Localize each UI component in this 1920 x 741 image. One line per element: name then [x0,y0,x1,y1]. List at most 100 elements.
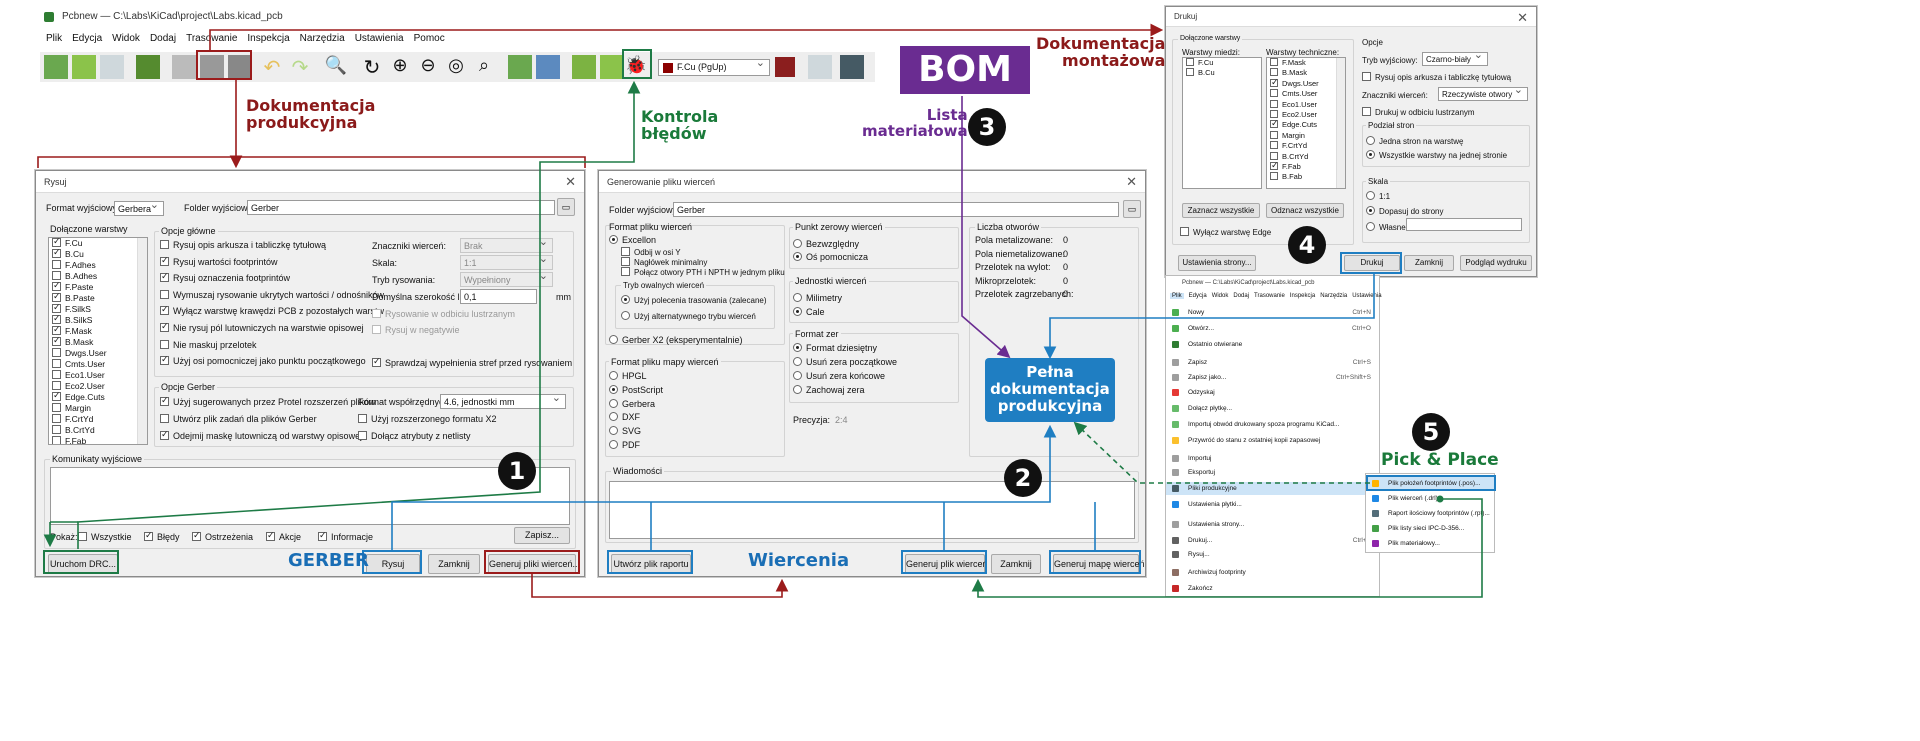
fm-menu-ustawienia[interactable]: Ustawienia [1352,293,1382,299]
menu-widok[interactable]: Widok [112,33,140,44]
menu-item[interactable]: Pliki produkcyjne [1166,482,1379,495]
fit-page-option[interactable]: Dopasuj do strony [1366,206,1443,217]
excellon-option[interactable]: Excellon [609,235,656,246]
layer-checkbox[interactable] [52,403,61,412]
origin-absolute-option[interactable]: Bezwzględny [793,239,859,250]
output-mode-select[interactable]: Czarno-biały [1422,52,1488,66]
layer-checkbox[interactable] [1270,118,1279,129]
layer-checkbox[interactable] [1270,172,1278,181]
page-setup-button[interactable]: Ustawienia strony... [1178,255,1256,271]
menu-item[interactable]: Ostatnio otwierane [1166,338,1379,351]
menu-dodaj[interactable]: Dodaj [149,33,177,44]
option-checkbox[interactable] [160,255,169,266]
option-radio[interactable] [793,371,802,380]
fm-menu-inspekcja[interactable]: Inspekcja [1289,293,1316,299]
layer-checkbox[interactable] [1186,58,1194,66]
filter-actions[interactable]: Akcje [266,530,301,543]
drill-folder-input[interactable]: Gerber [673,202,1119,217]
option-radio[interactable] [609,412,618,422]
update-pcb-icon[interactable] [600,55,624,79]
zeros-option[interactable]: Zachowaj zera [793,385,865,396]
menu-item[interactable]: Przywróć do stanu z ostatniej kopii zapa… [1166,434,1379,447]
menu-item[interactable]: Zapisz jako...Ctrl+Shift+S [1166,371,1379,384]
zeros-option[interactable]: Format dziesiętny [793,343,877,354]
tech-layer-item[interactable]: Edge.Cuts [1267,118,1345,130]
submenu-item[interactable]: Plik położeń footprintów (.pos)... [1366,477,1494,490]
netlist-attr-option[interactable]: Dołącz atrybuty z netlisty [358,431,471,442]
layer-checkbox[interactable] [1270,99,1278,108]
tech-layer-item[interactable]: Margin [1267,130,1345,141]
zoom-in-icon[interactable]: ⊕ [392,55,408,75]
menu-inspekcja[interactable]: Inspekcja [247,33,290,44]
tech-layer-item[interactable]: B.Fab [1267,172,1345,182]
zoom-out-icon[interactable]: ⊖ [420,55,436,75]
drill-marks-select[interactable]: Brak [460,238,553,253]
coord-format-select[interactable]: 4.6, jednostki mm [440,394,566,409]
option-radio[interactable] [793,357,802,366]
footprint-editor-icon[interactable] [136,55,160,79]
subtract-mask-option[interactable]: Odejmij maskę lutowniczą od warstwy opis… [160,429,362,442]
menu-ustawienia[interactable]: Ustawienia [354,33,404,44]
menu-item[interactable]: Importuj [1166,452,1379,465]
general-option[interactable]: Nie rysuj pól lutowniczych na warstwie o… [160,321,364,334]
menu-item[interactable]: Otwórz...Ctrl+O [1166,322,1379,335]
general-option[interactable]: Wyłącz warstwę krawędzi PCB z pozostałyc… [160,304,384,317]
close-icon[interactable]: ✕ [1517,10,1528,25]
filter-warnings[interactable]: Ostrzeżenia [192,530,253,543]
fm-menu-dodaj[interactable]: Dodaj [1233,293,1250,299]
option-radio[interactable] [793,343,802,352]
layer-item[interactable]: F.Adhes [49,260,147,271]
layer-item[interactable]: Eco1.User [49,370,147,381]
submenu-item[interactable]: Raport ilościowy footprintów (.rpt)... [1366,507,1494,520]
submenu-item[interactable]: Plik listy sieci IPC-D-356... [1366,522,1494,535]
option-checkbox[interactable] [160,289,169,299]
menu-item[interactable]: Archiwizuj footprinty [1166,566,1379,579]
oval-alt-option[interactable]: Użyj alternatywnego trybu wierceń [621,311,756,322]
layer-item[interactable]: Edge.Cuts [49,390,147,403]
layer-checkbox[interactable] [1270,130,1278,139]
save-messages-button[interactable]: Zapisz... [514,527,570,544]
option-checkbox[interactable] [160,304,169,316]
scale-1-1-option[interactable]: 1:1 [1366,191,1390,202]
map-format-option[interactable]: SVG [609,426,641,437]
menu-item[interactable]: Dołącz płytkę... [1166,402,1379,415]
layer-select[interactable]: F.Cu (PgUp) [658,59,770,76]
menu-item[interactable]: Importuj obwód drukowany spoza programu … [1166,418,1379,431]
fm-menu-narzedzia[interactable]: Narzędzia [1320,293,1348,299]
copper-layer-item[interactable]: F.Cu [1183,58,1261,68]
layer-item[interactable]: Cmts.User [49,359,147,370]
map-format-option[interactable]: PDF [609,440,640,451]
custom-scale-input[interactable] [1406,218,1522,231]
layer-checkbox[interactable] [52,247,61,258]
fm-menu-plik[interactable]: Plik [1170,293,1184,299]
print-icon[interactable] [200,55,224,79]
select-all-button[interactable]: Zaznacz wszystkie [1182,203,1260,218]
layer-checkbox[interactable] [1270,160,1279,170]
board-setup-icon[interactable] [44,55,68,79]
output-folder-input[interactable]: Gerber [247,200,555,215]
zoom-fit-icon[interactable]: ◎ [448,55,464,75]
find-icon[interactable]: 🔍 [324,55,348,75]
custom-scale-option[interactable]: Własne: [1366,222,1408,233]
layer-checkbox[interactable] [52,390,61,401]
layer-checkbox[interactable] [1186,68,1194,76]
undo-icon[interactable]: ↶ [263,57,281,79]
option-radio[interactable] [609,371,618,380]
all-layers-one-page-option[interactable]: Wszystkie warstwy na jednej stronie [1366,150,1507,161]
line-width-input[interactable]: 0,1 [460,289,537,304]
tech-layer-item[interactable]: F.CrtYd [1267,141,1345,151]
zeros-option[interactable]: Usuń zera końcowe [793,371,885,382]
plot-mode-select[interactable]: Wypełniony [460,272,553,287]
mirror-y-option[interactable]: Odbij w osi Y [621,247,681,258]
layer-item[interactable]: Margin [49,403,147,414]
filter-info[interactable]: Informacje [318,530,373,543]
layer-checkbox[interactable] [52,414,61,423]
tech-layer-item[interactable]: Dwgs.User [1267,77,1345,89]
general-option[interactable]: Użyj osi pomocniczej jako punktu początk… [160,354,366,367]
scripting-icon[interactable] [808,55,832,79]
general-option[interactable]: Wymuszaj rysowanie ukrytych wartości / o… [160,289,384,301]
map-format-option[interactable]: HPGL [609,371,647,382]
general-option[interactable]: Nie maskuj przelotek [160,339,257,351]
